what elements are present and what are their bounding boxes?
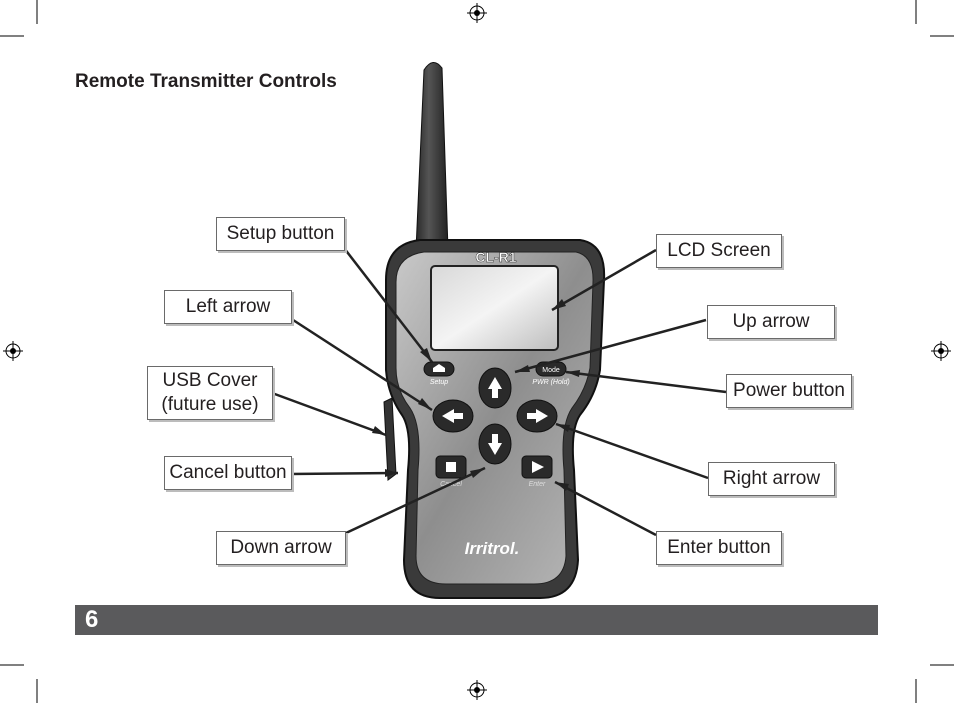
up-arrow-button [478, 367, 512, 409]
cancel-button [435, 455, 467, 479]
enter-button [521, 455, 553, 479]
brand-logo: Irritrol. [465, 539, 520, 558]
callout-cancel-button: Cancel button [164, 456, 292, 490]
down-arrow-button [478, 423, 512, 465]
leader-lines [271, 247, 727, 537]
callout-enter-button: Enter button [656, 531, 782, 565]
left-arrow-button [432, 399, 474, 433]
setup-label: Setup [430, 379, 448, 386]
registration-mark-top [467, 3, 487, 23]
registration-mark-bottom [467, 680, 487, 700]
model-label: CL-R1 [475, 249, 516, 265]
leader-arrowheads [372, 299, 580, 491]
callout-left-arrow: Left arrow [164, 290, 292, 324]
page-title: Remote Transmitter Controls [75, 71, 337, 92]
home-icon [433, 364, 445, 372]
callout-down-arrow: Down arrow [216, 531, 346, 565]
callout-power-button: Power button [726, 374, 852, 408]
antenna [415, 62, 449, 251]
page-number: 6 [85, 606, 99, 633]
right-arrow-button [516, 399, 558, 433]
callout-up-arrow: Up arrow [707, 305, 835, 339]
registration-mark-right [931, 341, 951, 361]
callout-usb-cover: USB Cover (future use) [147, 366, 273, 420]
lcd-screen [430, 265, 559, 351]
footer-bar [75, 605, 878, 635]
mode-label: Mode [542, 367, 560, 374]
callout-right-arrow: Right arrow [708, 462, 835, 496]
callout-lcd-screen: LCD Screen [656, 234, 782, 268]
enter-label: Enter [529, 481, 546, 488]
callout-setup-button: Setup button [216, 217, 345, 251]
registration-mark-left [3, 341, 23, 361]
power-label: PWR (Hold) [532, 379, 569, 386]
usb-cover [383, 397, 397, 481]
